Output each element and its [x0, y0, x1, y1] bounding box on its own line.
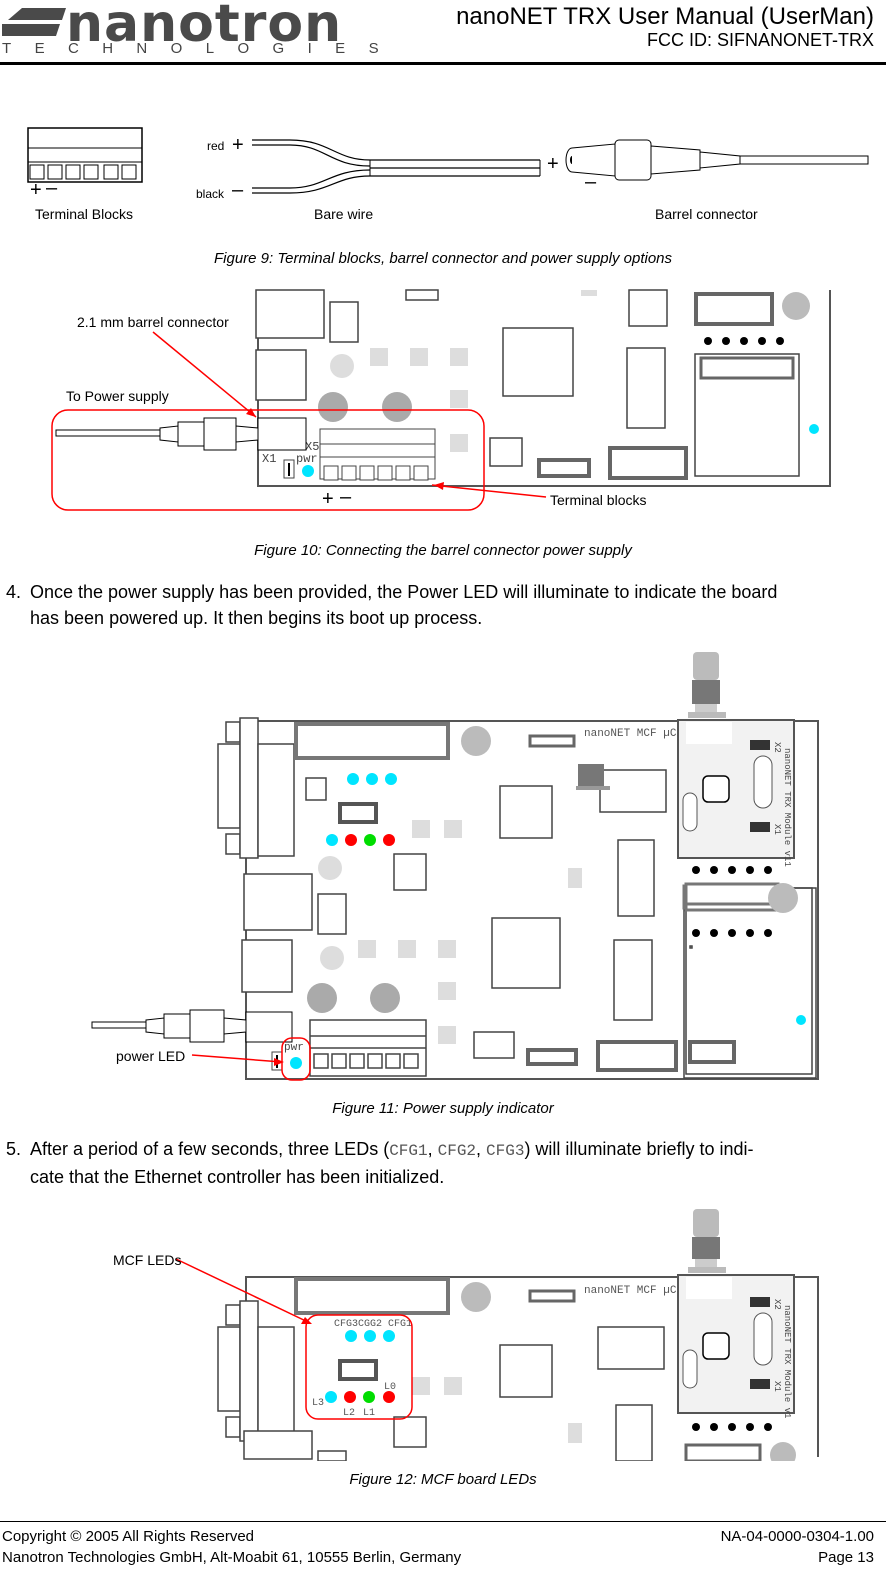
pwr-led	[302, 465, 314, 477]
step-4-line-2: has been powered up. It then begins its …	[30, 608, 483, 628]
mcf-leds-highlight	[305, 1314, 413, 1420]
logo-word: nanotron	[66, 0, 343, 54]
terminal-minus-sign: –	[46, 177, 58, 199]
barrel-minus-sign: –	[585, 171, 597, 193]
figure-12-caption: Figure 12: MCF board LEDs	[349, 1471, 537, 1488]
status-leds	[325, 1391, 395, 1403]
step-5-line-1: After a period of a few seconds, three L…	[30, 1139, 754, 1160]
figure-10-caption: Figure 10: Connecting the barrel connect…	[254, 542, 632, 559]
silk-x5: X5	[305, 440, 319, 454]
silk-module-x2: X2	[772, 742, 782, 753]
silk-x1: X1	[262, 452, 276, 466]
board-plus-sign: +	[322, 488, 334, 510]
board-terminal-block	[319, 428, 436, 481]
silk-l1: L1	[363, 1408, 375, 1419]
barrel-plus-sign: +	[547, 153, 559, 175]
callout-mcf-leds: MCF LEDs	[113, 1252, 181, 1268]
step-4-number: 4.	[6, 582, 22, 602]
footer-address: Nanotron Technologies GmbH, Alt-Moabit 6…	[2, 1549, 462, 1566]
status-leds	[326, 834, 395, 846]
step-5-number: 5.	[6, 1139, 22, 1159]
wire-red-plus: +	[232, 134, 244, 156]
code-cfg3: CFG3	[486, 1142, 525, 1160]
silk-pwr: pwr	[296, 452, 318, 466]
header-pins	[692, 866, 772, 937]
wire-black-label: black	[196, 187, 225, 201]
label-bare-wire: Bare wire	[314, 206, 373, 222]
label-barrel-connector: Barrel connector	[655, 206, 758, 222]
header-pins	[704, 337, 784, 345]
highlight-region	[51, 409, 485, 511]
header-pins	[692, 1423, 772, 1431]
nanotron-logo: nanotron TECHNOLOGIES	[0, 0, 379, 62]
callout-barrel-connector: 2.1 mm barrel connector	[77, 314, 229, 330]
header-rule	[0, 62, 886, 65]
terminal-block-illustration	[27, 127, 143, 183]
silk-l0: L0	[384, 1382, 396, 1393]
cfg-leds	[345, 1330, 395, 1342]
silk-module-name: nanoNET TRX Module v11	[782, 748, 792, 867]
silk-board-name: nanoNET MCF µC	[584, 728, 677, 740]
silk-l3: L3	[312, 1398, 324, 1409]
logo-tagline: TECHNOLOGIES	[2, 40, 402, 57]
fcc-id: FCC ID: SIFNANONET-TRX	[646, 30, 874, 50]
silk-module-x2: X2	[772, 1299, 782, 1310]
step-5-line-2: cate that the Ethernet controller has be…	[30, 1167, 445, 1187]
silk-board-name: nanoNET MCF µC	[584, 1285, 677, 1297]
document-title: nanoNET TRX User Manual (UserMan)	[456, 3, 874, 30]
figure-10-drawing: X1 X5 pwr + – 2.1 mm barrel connector To…	[51, 289, 831, 511]
footer-rule	[0, 1521, 886, 1522]
silk-pwr: pwr	[284, 1042, 304, 1054]
barrel-plug-illustration	[55, 417, 307, 451]
callout-terminal-blocks: Terminal blocks	[550, 492, 646, 508]
silk-module-x1: X1	[772, 1381, 782, 1392]
callout-power-supply: To Power supply	[66, 388, 169, 404]
code-cfg1: CFG1	[389, 1142, 428, 1160]
wire-black-minus: –	[232, 179, 244, 201]
power-led	[290, 1057, 302, 1069]
wire-red-label: red	[207, 139, 224, 153]
footer-copyright: Copyright © 2005 All Rights Reserved	[2, 1528, 255, 1545]
step-4-line-1: Once the power supply has been provided,…	[30, 582, 778, 602]
figure-12-drawing: nanoNET TRX Module v1 X2 X1 nanoNET MCF …	[113, 1209, 819, 1461]
silk-module-name: nanoNET TRX Module v1	[782, 1305, 792, 1418]
figure-9-drawing: + – Terminal Blocks red + black – Bare w…	[27, 127, 869, 222]
barrel-connector-illustration	[565, 139, 869, 181]
board-minus-sign: –	[340, 486, 352, 508]
bare-wire-illustration	[252, 139, 541, 194]
footer-doc-id: NA-04-0000-0304-1.00	[720, 1528, 874, 1545]
board-components	[255, 289, 800, 480]
led-cyan-right	[809, 424, 819, 434]
footer-page-number: Page 13	[818, 1549, 874, 1566]
step-5: 5. After a period of a few seconds, thre…	[0, 1136, 886, 1190]
callout-power-led: power LED	[116, 1048, 185, 1064]
step-4: 4. Once the power supply has been provid…	[0, 579, 886, 633]
cfg-leds	[347, 773, 397, 785]
code-cfg2: CFG2	[437, 1142, 477, 1160]
silk-l2: L2	[343, 1408, 355, 1419]
label-terminal-blocks: Terminal Blocks	[35, 206, 133, 222]
silk-cfg-labels: CFG3CGG2 CFG1	[334, 1319, 412, 1330]
silk-module-x1: X1	[772, 824, 782, 835]
figure-11-caption: Figure 11: Power supply indicator	[332, 1100, 554, 1117]
power-led-highlight	[281, 1037, 311, 1081]
figure-11-drawing: nanoNET TRX Module v11 X2 X1 nanoNET MCF…	[91, 652, 819, 1081]
terminal-plus-sign: +	[30, 179, 42, 201]
figure-9-caption: Figure 9: Terminal blocks, barrel connec…	[213, 250, 673, 267]
logo-mark-icon	[2, 8, 66, 36]
